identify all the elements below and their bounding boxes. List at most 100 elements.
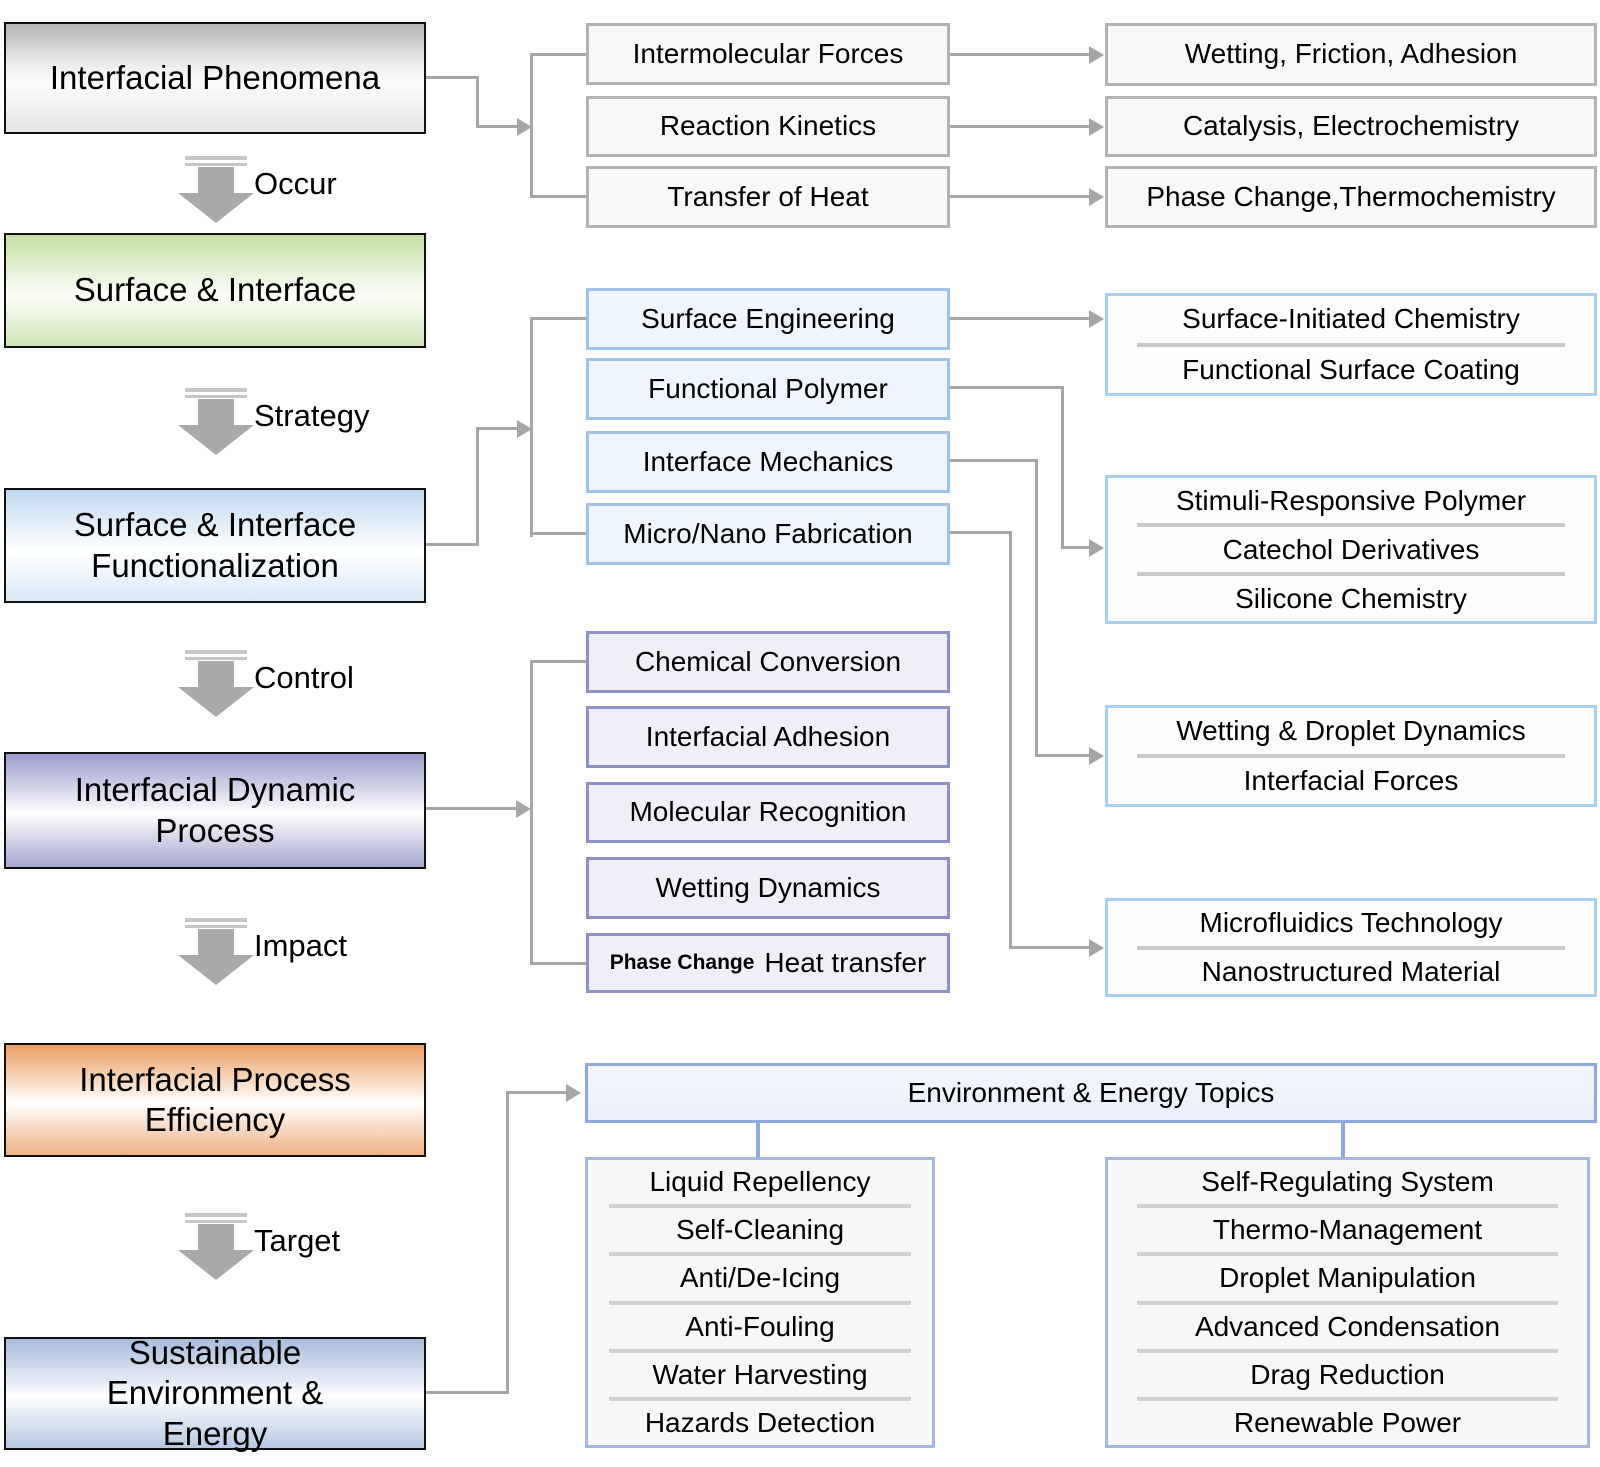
environment-topics-list: Liquid Repellency Self-Cleaning Anti/De-… [585, 1157, 935, 1448]
effect-wetting-friction-adhesion: Wetting, Friction, Adhesion [1105, 23, 1597, 86]
divider [608, 1348, 912, 1353]
arrowhead-icon [1089, 118, 1104, 136]
divider [1137, 572, 1565, 576]
connector-line [476, 125, 520, 128]
stage-dynamic-process: Interfacial Dynamic Process [4, 752, 426, 869]
arrow-shaft [198, 167, 234, 193]
stage-functionalization: Surface & Interface Functionalization [4, 488, 426, 603]
environment-energy-header: Environment & Energy Topics [585, 1063, 1597, 1123]
list-item: Droplet Manipulation [1219, 1262, 1476, 1294]
list-item: Self-Cleaning [675, 1214, 845, 1246]
topic-group-microfluidics: Microfluidics Technology Nanostructured … [1105, 898, 1597, 997]
divider [608, 1396, 912, 1401]
divider [608, 1252, 912, 1257]
topic-row: Functional Surface Coating [1182, 353, 1520, 385]
effect-catalysis-electrochemistry: Catalysis, Electrochemistry [1105, 96, 1597, 157]
arrowhead-icon [566, 1084, 581, 1102]
arrow-cap [185, 163, 247, 166]
topic-group-wetting-forces: Wetting & Droplet Dynamics Interfacial F… [1105, 705, 1597, 807]
down-arrow-icon [176, 650, 256, 722]
topic-row: Silicone Chemistry [1235, 582, 1467, 614]
down-arrow-icon [176, 156, 256, 228]
bracket-line [530, 660, 533, 965]
arrow-head [178, 1250, 254, 1280]
arrow-head [178, 955, 254, 985]
bracket-line [530, 53, 533, 198]
arrowhead-icon [517, 420, 532, 438]
topic-row: Nanostructured Material [1201, 955, 1501, 987]
flow-label-occur: Occur [254, 166, 337, 201]
topic-row: Microfluidics Technology [1199, 907, 1503, 939]
topic-row: Catechol Derivatives [1222, 533, 1480, 565]
bracket-line [530, 660, 586, 663]
bracket-line [530, 317, 533, 537]
stage-sustainable-energy: Sustainable Environment & Energy [4, 1334, 426, 1452]
cause-intermolecular-forces: Intermolecular Forces [586, 23, 950, 85]
list-item: Renewable Power [1233, 1406, 1462, 1438]
topic-group-surface-chemistry: Surface-Initiated Chemistry Functional S… [1105, 293, 1597, 396]
process-prefix-label: Phase Change [609, 951, 755, 975]
arrowhead-icon [517, 118, 532, 136]
connector-line [426, 807, 518, 810]
bracket-line [530, 195, 586, 198]
bracket-line [530, 317, 586, 320]
list-item: Thermo-Management [1212, 1214, 1483, 1246]
connector-line [950, 53, 1090, 56]
list-item: Drag Reduction [1250, 1358, 1445, 1390]
stage-interfacial-phenomena: Interfacial Phenomena [4, 22, 426, 134]
process-chemical-conversion: Chemical Conversion [586, 631, 950, 693]
flow-label-target: Target [254, 1223, 341, 1258]
list-item: Anti/De-Icing [679, 1262, 841, 1294]
connector-line [950, 125, 1090, 128]
flow-label-control: Control [254, 660, 354, 695]
arrow-cap [185, 925, 247, 928]
divider [1137, 342, 1565, 347]
list-item: Hazards Detection [644, 1406, 876, 1438]
arrow-shaft [198, 929, 234, 955]
strategy-surface-engineering: Surface Engineering [586, 288, 950, 350]
divider [1136, 1204, 1559, 1209]
arrowhead-icon [1089, 747, 1104, 765]
topic-row: Stimuli-Responsive Polymer [1175, 484, 1527, 516]
arrowhead-icon [1089, 539, 1104, 557]
process-main-label: Heat transfer [764, 946, 927, 978]
connector-line [476, 76, 479, 128]
list-item: Advanced Condensation [1194, 1310, 1501, 1342]
connector-line [426, 543, 479, 546]
list-item: Liquid Repellency [649, 1166, 871, 1198]
header-branch-line [756, 1123, 760, 1157]
arrow-cap [185, 156, 247, 160]
arrow-cap [185, 650, 247, 654]
topic-row: Interfacial Forces [1243, 765, 1459, 796]
effect-phase-change-thermochemistry: Phase Change,Thermochemistry [1105, 166, 1597, 228]
connector-line [506, 1091, 568, 1094]
connector-line [476, 427, 520, 430]
divider [1137, 945, 1565, 950]
flow-label-strategy: Strategy [254, 398, 370, 433]
connector-line [950, 459, 1038, 462]
arrowhead-icon [1089, 188, 1104, 206]
bracket-line [530, 532, 586, 535]
arrow-head [178, 193, 254, 223]
arrow-cap [185, 1213, 247, 1217]
stage-surface-interface: Surface & Interface [4, 233, 426, 348]
arrowhead-icon [1089, 939, 1104, 957]
arrow-cap [185, 1220, 247, 1223]
arrow-cap [185, 918, 247, 922]
arrowhead-icon [516, 800, 531, 818]
process-molecular-recognition: Molecular Recognition [586, 782, 950, 843]
header-branch-line [1341, 1123, 1345, 1157]
cause-reaction-kinetics: Reaction Kinetics [586, 96, 950, 157]
down-arrow-icon [176, 918, 256, 990]
arrow-shaft [198, 399, 234, 425]
stage-process-efficiency: Interfacial Process Efficiency [4, 1043, 426, 1157]
connector-line [1009, 531, 1012, 949]
divider [608, 1300, 912, 1305]
connector-line [950, 531, 1012, 534]
list-item: Anti-Fouling [685, 1310, 835, 1342]
connector-line [1009, 946, 1091, 949]
connector-line [950, 317, 1090, 320]
strategy-interface-mechanics: Interface Mechanics [586, 431, 950, 493]
connector-line [1061, 546, 1091, 549]
